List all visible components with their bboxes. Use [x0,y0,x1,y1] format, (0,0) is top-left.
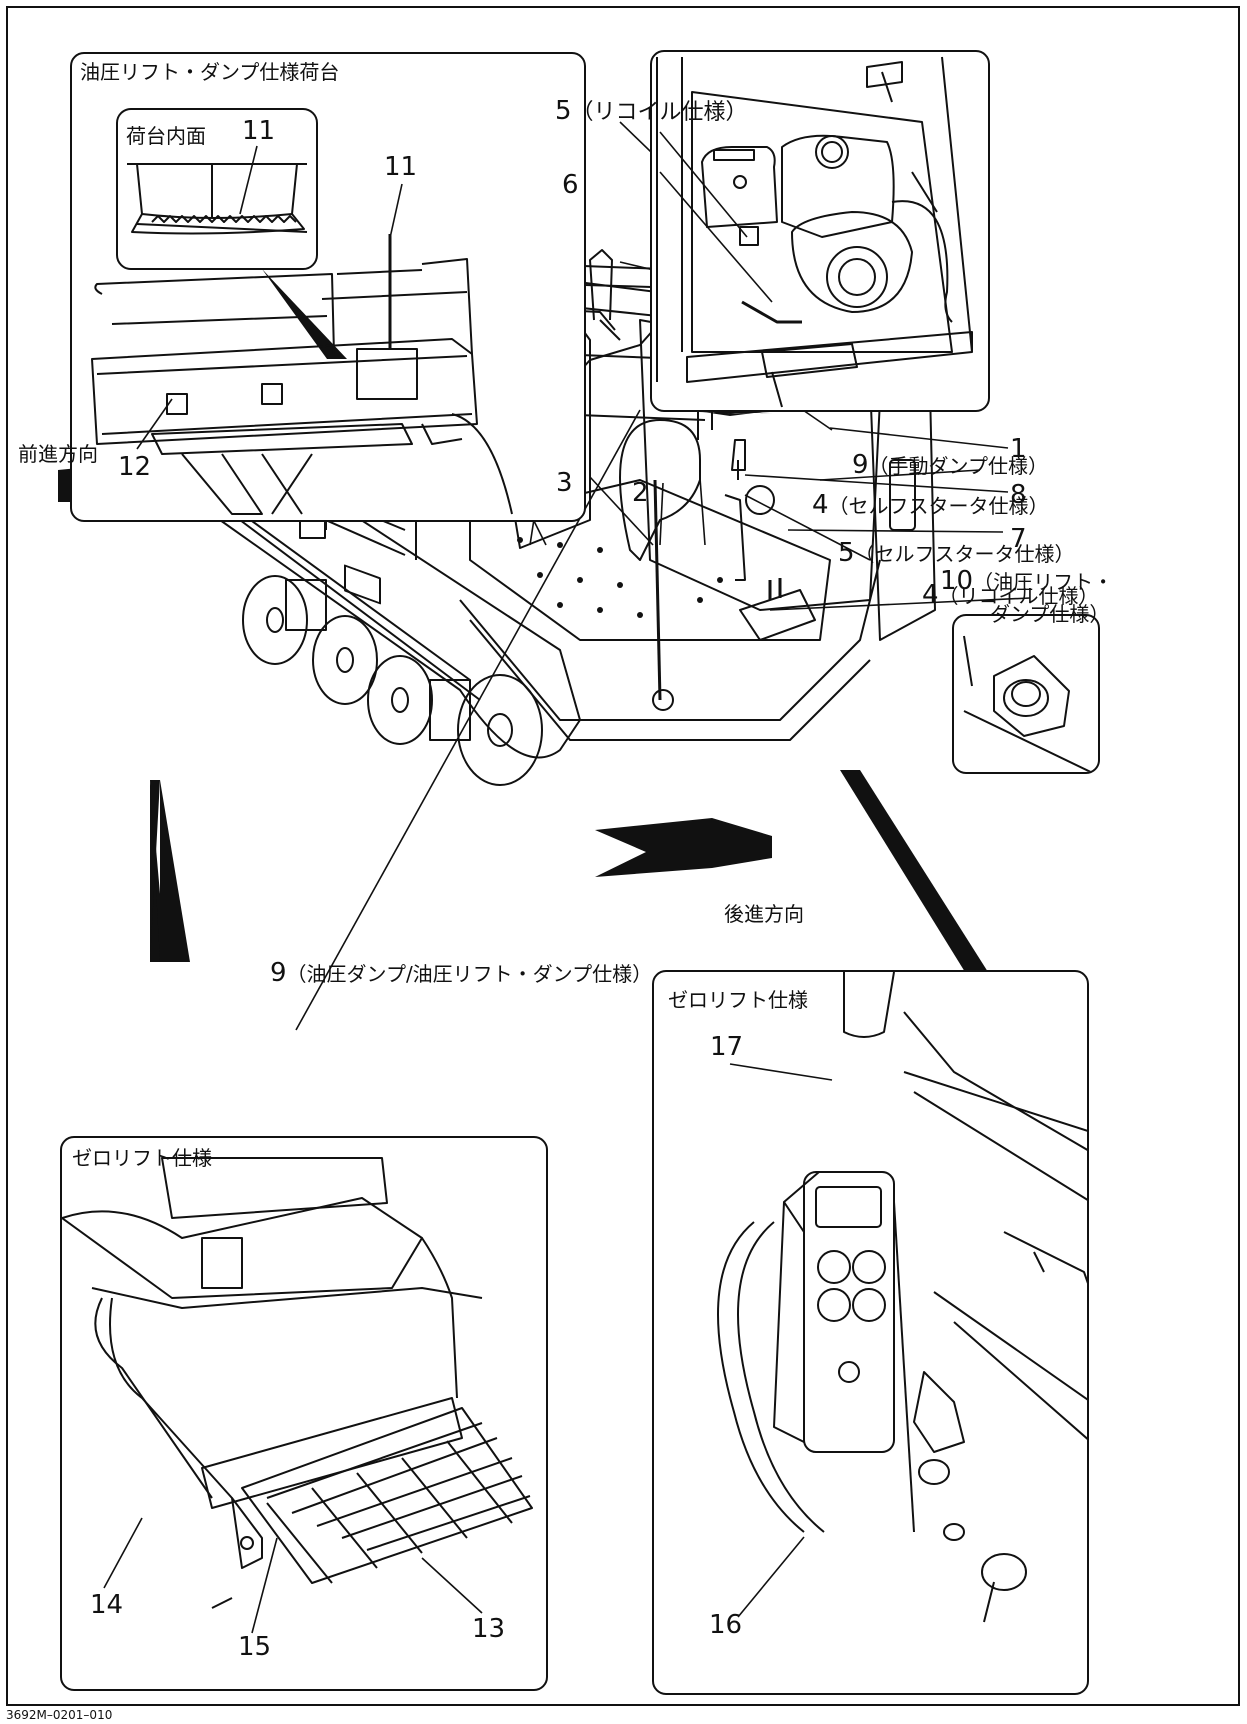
pointer-wedge-zero-remote [840,770,988,972]
callout-4-recoil: 4（リコイル仕様） [922,580,1099,610]
driver-guard-loop [619,419,701,561]
inset-zero-step-title: ゼロリフト仕様 [72,1146,212,1170]
track-wheel-3 [367,655,433,745]
callout-9-manual: 9（手動ダンプ仕様） [852,450,1048,480]
inset-lift-dump-drawing [91,108,513,515]
callout-3: 3 [556,468,573,498]
callout-2: 2 [632,478,649,508]
recoil-starter [791,211,913,313]
lever-7 [724,494,746,581]
figure-frame [6,6,1240,1706]
callout-15: 15 [238,1632,272,1662]
callout-9-hydraulic: 9（油圧ダンプ/油圧リフト・ダンプ仕様） [270,958,653,988]
inset-zero-step: ゼロリフト仕様 14 15 13 [60,1136,548,1691]
manual-dump-lever [761,343,858,378]
track-wheel-1 [242,575,308,665]
callout-4-self: 4（セルフスタータ仕様） [812,490,1049,520]
inset-lift-dump-title: 油圧リフト・ダンプ仕様荷台 [80,60,340,84]
inset-zero-remote-drawing [717,972,1087,1623]
remote-holder [773,1201,805,1443]
callout-6-label: 6 [562,170,579,200]
inset-zero-step-drawing [62,1157,533,1609]
callout-5-recoil-label: 5（リコイル仕様） [555,96,748,126]
callout-11-inner: 11 [242,116,276,146]
lever-8 [731,439,746,480]
sub-inset-pointer [262,269,347,359]
callout-13: 13 [472,1614,506,1644]
track-wheel-2 [312,615,378,705]
reverse-direction-label: 後進方向 [724,902,804,926]
reverse-arrow [595,818,772,877]
callout-7: 7 [1010,524,1027,554]
inset-recoil-key [952,614,1100,774]
inset-zero-remote-title: ゼロリフト仕様 [668,988,808,1012]
track-drive-wheel [457,674,543,786]
callout-17: 17 [710,1032,744,1062]
sub-inset-bed-inner-title: 荷台内面 [126,124,206,148]
callout-1: 1 [1010,434,1027,464]
inset-recoil-key-drawing [963,635,1093,772]
inset-lift-dump-bed: 油圧リフト・ダンプ仕様荷台 荷台内面 11 11 12 [70,52,586,522]
figure-code: 3692M–0201–010 [6,1708,113,1722]
callout-16: 16 [709,1610,743,1640]
fuel-tank [781,134,895,238]
callout-12: 12 [118,452,152,482]
callout-10: 10（油圧リフト・ [940,566,1114,596]
callout-8: 8 [1010,480,1027,510]
callout-14: 14 [90,1590,124,1620]
callout-11-outer: 11 [384,152,418,182]
inset-engine: 5（リコイル仕様） 6 [650,50,990,412]
inset-zero-remote: ゼロリフト仕様 17 16 [652,970,1089,1695]
forward-direction-label: 前進方向 [18,442,98,466]
floor-plate [469,479,831,641]
callout-5-self: 5（セルフスタータ仕様） [838,538,1075,568]
lever-3b [589,249,613,321]
step-platform [241,1407,533,1584]
callout-10-line2: ダンプ仕様） [990,602,1110,626]
